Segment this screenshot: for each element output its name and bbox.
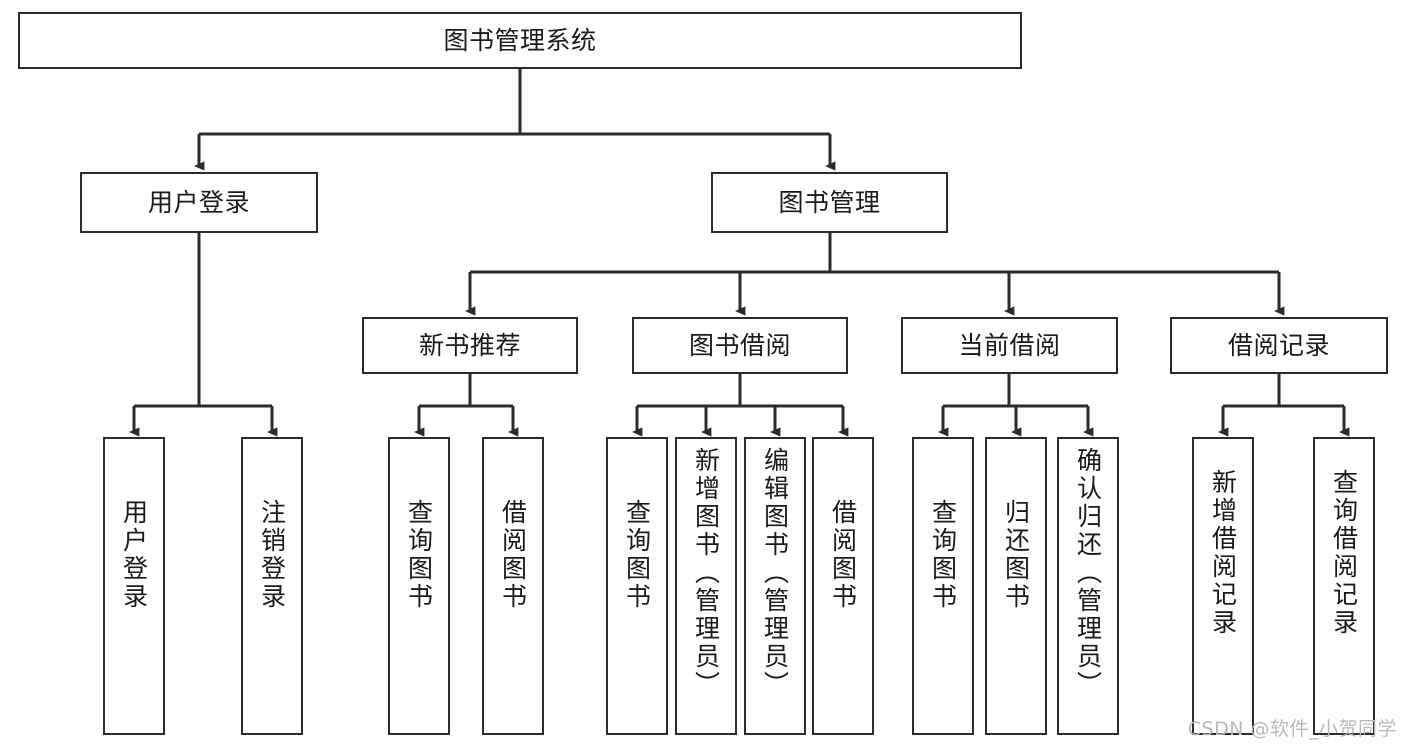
node-label: 借阅图书 (828, 499, 858, 611)
node-leaf-return-book[interactable]: 归还图书 (985, 437, 1047, 735)
node-leaf-user-login[interactable]: 用户登录 (103, 437, 165, 735)
node-label: 新书推荐 (418, 330, 521, 360)
node-label: 用户登录 (147, 187, 250, 217)
node-leaf-add-borrow-record[interactable]: 新增借阅记录 (1192, 437, 1254, 735)
edge-currentborrow-to-leaves (938, 374, 1094, 437)
node-label: 新增图书（管理员） (691, 447, 721, 699)
node-label: 编辑图书（管理员） (760, 447, 790, 699)
node-root-system[interactable]: 图书管理系统 (18, 12, 1022, 69)
node-label: 查询借阅记录 (1329, 469, 1359, 637)
node-label: 图书借阅 (688, 330, 791, 360)
node-label: 图书管理系统 (443, 25, 597, 55)
node-label: 图书管理 (778, 187, 881, 217)
node-label: 查询图书 (622, 499, 652, 611)
edge-root-to-level2 (194, 69, 836, 171)
edge-bookborrow-to-leaves (632, 374, 849, 437)
node-label: 借阅记录 (1227, 330, 1330, 360)
node-borrow-record[interactable]: 借阅记录 (1170, 317, 1388, 374)
node-current-borrow[interactable]: 当前借阅 (901, 317, 1118, 374)
node-leaf-edit-book-admin[interactable]: 编辑图书（管理员） (744, 437, 806, 735)
node-leaf-query-book-borrow[interactable]: 查询图书 (606, 437, 668, 735)
node-label: 确认归还（管理员） (1073, 447, 1103, 699)
node-label: 当前借阅 (958, 330, 1061, 360)
edge-newbook-to-leaves (414, 374, 519, 437)
node-user-login[interactable]: 用户登录 (80, 172, 318, 233)
node-book-manage[interactable]: 图书管理 (711, 172, 948, 233)
node-label: 借阅图书 (498, 499, 528, 611)
node-leaf-query-book-recommend[interactable]: 查询图书 (388, 437, 450, 735)
node-label: 新增借阅记录 (1208, 469, 1238, 637)
node-new-book-recommend[interactable]: 新书推荐 (362, 317, 578, 374)
node-book-borrow[interactable]: 图书借阅 (632, 317, 848, 374)
node-label: 查询图书 (928, 499, 958, 611)
node-leaf-query-book-current[interactable]: 查询图书 (912, 437, 974, 735)
csdn-watermark: CSDN @软件_小贺同学 (1187, 718, 1397, 740)
node-label: 用户登录 (119, 499, 149, 611)
node-label: 注销登录 (257, 499, 287, 611)
node-leaf-add-book-admin[interactable]: 新增图书（管理员） (675, 437, 737, 735)
edge-userlogin-to-leaves (129, 233, 278, 437)
edge-borrowrecord-to-leaves (1218, 374, 1350, 437)
node-leaf-confirm-return-admin[interactable]: 确认归还（管理员） (1057, 437, 1119, 735)
node-leaf-user-logout[interactable]: 注销登录 (241, 437, 303, 735)
node-leaf-borrow-book[interactable]: 借阅图书 (812, 437, 874, 735)
node-leaf-query-borrow-record[interactable]: 查询借阅记录 (1313, 437, 1375, 735)
node-leaf-borrow-book-recommend[interactable]: 借阅图书 (482, 437, 544, 735)
node-label: 查询图书 (404, 499, 434, 611)
node-label: 归还图书 (1001, 499, 1031, 611)
edge-bookmanage-to-level3 (465, 233, 1285, 316)
